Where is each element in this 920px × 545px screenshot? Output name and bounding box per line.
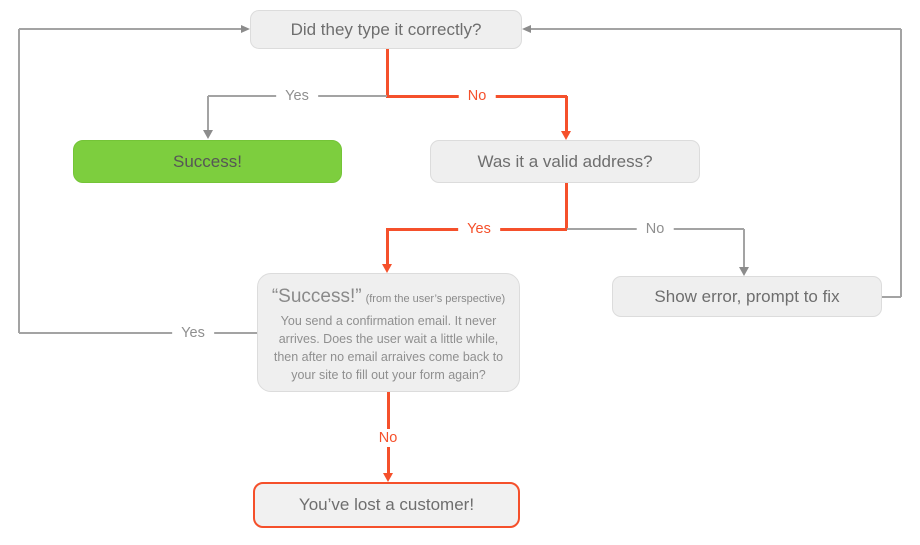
edge-label-typed-yes: Yes: [276, 87, 318, 105]
node-typed-correctly: Did they type it correctly?: [250, 10, 522, 49]
node-user-perspective-note: (from the user’s perspective): [365, 293, 506, 305]
edge-label-valid-no: No: [636, 220, 674, 238]
edge-label-retry-yes: Yes: [172, 324, 214, 342]
edge-typed-no-arrowhead: [561, 131, 571, 140]
edge-valid-no-line-v: [743, 229, 745, 268]
edge-fix-loop-arrowhead: [522, 24, 531, 33]
node-user-perspective-body: You send a confirmation email. It never …: [273, 314, 504, 383]
node-user-perspective-title-line: “Success!”(from the user’s perspective): [272, 286, 505, 308]
edge-label-wait-no: No: [369, 429, 407, 447]
node-valid-address: Was it a valid address?: [430, 140, 700, 183]
edge-typed-no-line-v2: [565, 96, 568, 132]
node-show-error: Show error, prompt to fix: [612, 276, 882, 317]
edge-retry-yes-line-h1: [19, 332, 257, 334]
edge-fix-loop-line-v: [900, 29, 902, 297]
node-lost-customer: You’ve lost a customer!: [253, 482, 520, 528]
edge-retry-yes-line-v: [18, 29, 20, 333]
node-typed-correctly-label: Did they type it correctly?: [290, 19, 482, 39]
node-user-perspective: “Success!”(from the user’s perspective) …: [257, 273, 520, 392]
edge-retry-yes-line-h2: [19, 28, 242, 30]
node-success: Success!: [73, 140, 342, 183]
edge-wait-no-arrowhead: [383, 473, 393, 482]
edge-label-valid-yes: Yes: [458, 220, 500, 238]
edge-valid-yes-line-v1: [565, 183, 568, 229]
edge-fix-loop-line-h2: [530, 28, 901, 30]
node-user-perspective-title: “Success!”: [271, 286, 362, 307]
edge-retry-yes-arrowhead: [241, 24, 250, 33]
edge-valid-yes-arrowhead: [382, 264, 392, 273]
node-success-label: Success!: [173, 151, 242, 171]
edge-label-typed-no: No: [458, 87, 496, 105]
node-lost-customer-label: You’ve lost a customer!: [298, 495, 475, 514]
edge-valid-yes-line-v2: [386, 229, 389, 265]
edge-typed-yes-arrowhead: [203, 130, 213, 139]
edge-valid-no-arrowhead: [739, 267, 749, 276]
edge-typed-yes-line-v: [207, 96, 209, 131]
node-show-error-label: Show error, prompt to fix: [654, 286, 840, 306]
edge-fix-loop-line-h1: [882, 296, 901, 298]
edge-typed-no-line-v1: [386, 49, 389, 96]
node-valid-address-label: Was it a valid address?: [477, 151, 653, 171]
